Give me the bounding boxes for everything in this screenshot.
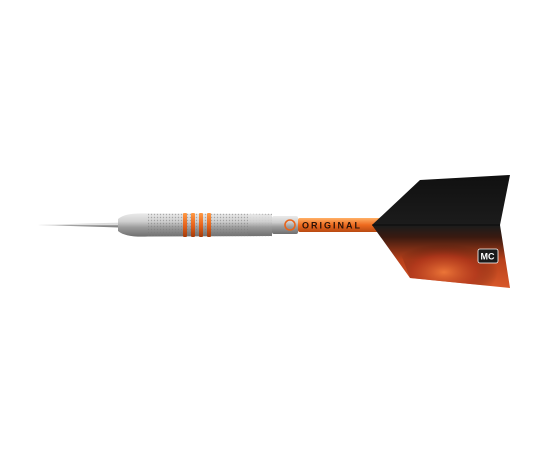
flight-logo-text: MC — [481, 252, 495, 262]
shaft-brand-text: ORIGINAL — [302, 221, 362, 231]
barrel-orange-rings — [183, 213, 211, 237]
dart-flight: MC — [372, 175, 510, 288]
dart-point — [38, 222, 121, 228]
flight-logo: MC — [477, 248, 499, 264]
dart-barrel — [118, 213, 272, 237]
